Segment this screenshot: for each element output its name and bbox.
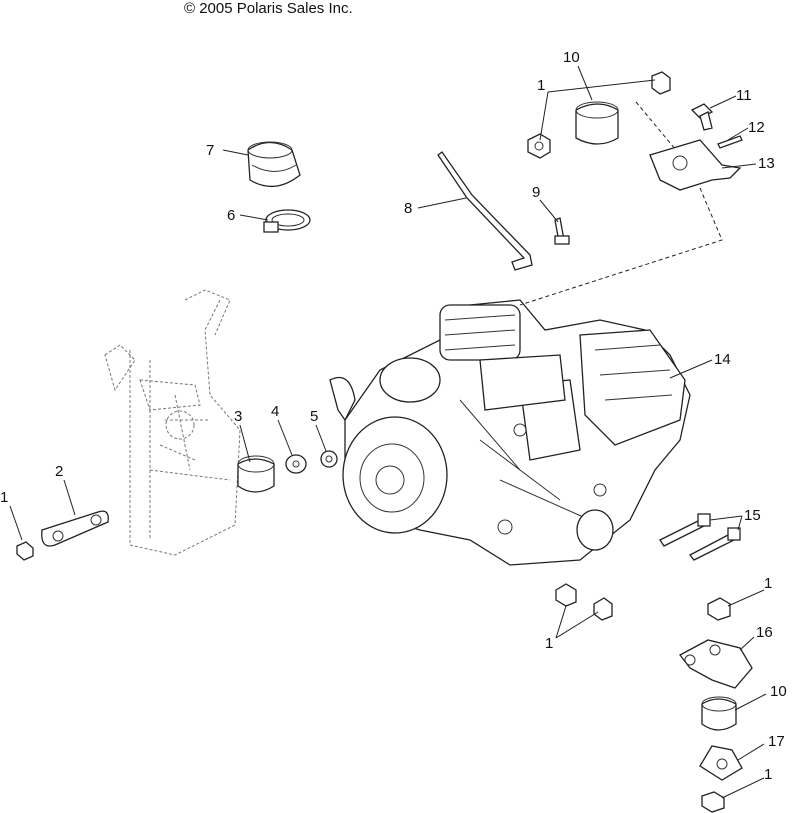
plate-2	[41, 510, 109, 547]
callout-9: 9	[532, 184, 540, 201]
callout-14: 14	[714, 351, 731, 368]
rubber-mount-3	[237, 455, 275, 493]
callout-7: 7	[206, 142, 214, 159]
bracket-16	[679, 639, 753, 689]
nut-left	[16, 541, 34, 561]
callout-4: 4	[271, 403, 279, 420]
bolt-11	[690, 103, 714, 131]
callout-1-top: 1	[537, 77, 545, 94]
bolt-9	[554, 217, 570, 245]
washer-4	[285, 454, 307, 474]
callout-16: 16	[756, 624, 773, 641]
callout-1-right: 1	[764, 575, 772, 592]
callout-2: 2	[55, 463, 63, 480]
callout-11: 11	[736, 87, 752, 104]
callout-1-left: 1	[0, 489, 8, 506]
copyright-notice: © 2005 Polaris Sales Inc.	[184, 0, 353, 17]
nut-top-right	[651, 71, 671, 95]
callout-12: 12	[748, 119, 765, 136]
callout-15: 15	[744, 507, 761, 524]
nut-right	[707, 597, 731, 621]
callout-5: 5	[310, 408, 318, 425]
intake-boot-7	[247, 141, 301, 187]
callout-10-bottom: 10	[770, 683, 787, 700]
bolts-15	[659, 513, 741, 561]
nut-mid-right	[593, 597, 613, 621]
callout-8: 8	[404, 200, 412, 217]
callout-6: 6	[227, 207, 235, 224]
washer-5	[320, 450, 338, 468]
callout-3: 3	[234, 408, 242, 425]
rubber-mount-top	[575, 101, 619, 145]
bracket-13	[649, 139, 742, 191]
callout-17: 17	[768, 733, 785, 750]
callout-1-mid: 1	[545, 635, 553, 652]
callout-13: 13	[758, 155, 775, 172]
engine-assembly	[329, 299, 691, 566]
hose-clamp-6	[263, 209, 311, 233]
nut-mid-left	[555, 583, 577, 607]
nut-top-left	[527, 133, 551, 159]
rubber-mount-10-bottom	[701, 696, 737, 731]
callout-10-top: 10	[563, 49, 580, 66]
callout-labels: 1 10 11 12 13 7 6 8 9 14 3 4 5 2 1 15 1 …	[0, 49, 787, 783]
pin-12	[717, 135, 743, 149]
leader-lines	[9, 65, 767, 799]
rod-8	[437, 151, 533, 271]
callout-1-bottom: 1	[764, 766, 772, 783]
bracket-17	[699, 745, 743, 781]
nut-bottom	[701, 791, 725, 813]
frame-ghost	[104, 289, 241, 556]
